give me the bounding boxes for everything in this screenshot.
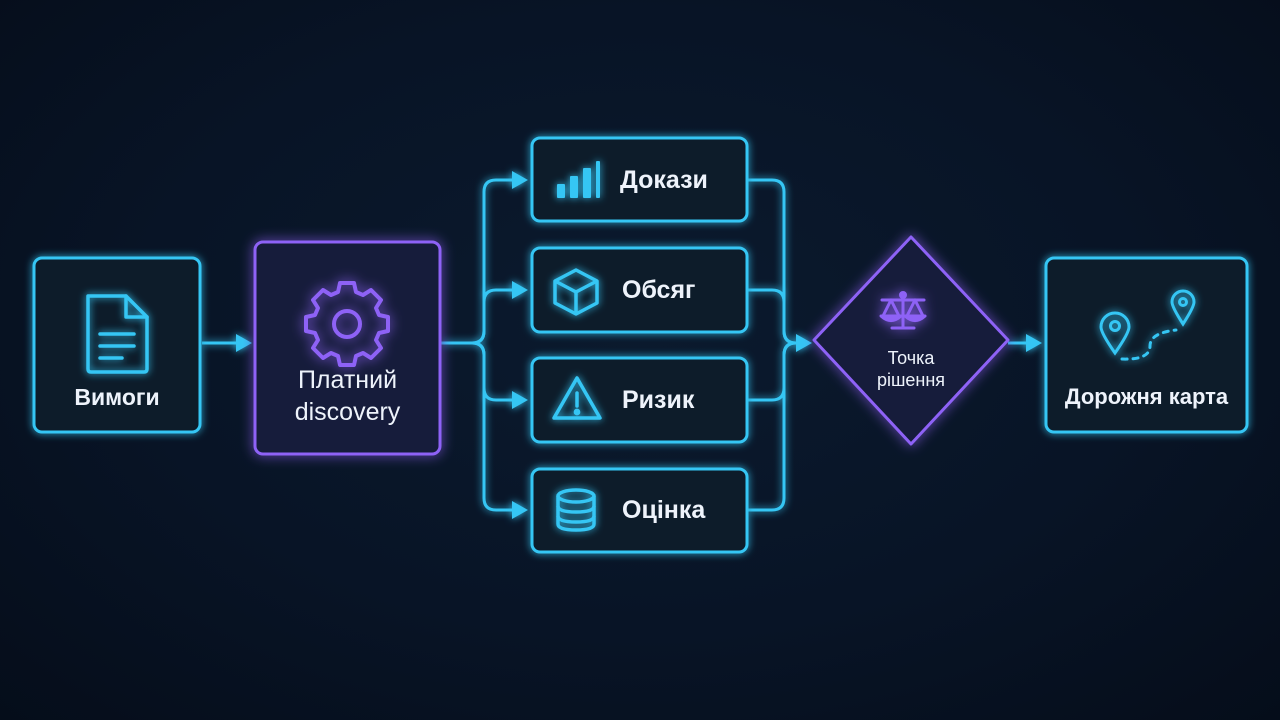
node-scope xyxy=(530,246,749,334)
cube-icon xyxy=(553,268,599,316)
node-estimate-label: Оцінка xyxy=(622,496,706,524)
arrowhead-icon xyxy=(512,171,528,189)
database-icon xyxy=(556,488,596,532)
arrowhead-icon xyxy=(512,281,528,299)
node-evidence-label: Докази xyxy=(620,166,708,194)
connector-to-scope xyxy=(471,288,516,345)
node-risk-label: Ризик xyxy=(622,386,695,414)
arrowhead-icon xyxy=(236,334,252,352)
node-decision xyxy=(812,235,1010,446)
node-requirements-label: Вимоги xyxy=(74,384,160,410)
document-icon xyxy=(86,294,149,374)
arrowhead-icon xyxy=(796,334,812,352)
connectors xyxy=(202,178,1030,512)
route-pins-icon xyxy=(1099,289,1196,361)
gear-icon xyxy=(304,281,390,367)
node-decision-label-line2: рішення xyxy=(876,370,946,390)
connector-from-evidence xyxy=(748,178,797,345)
arrowhead-icon xyxy=(512,391,528,409)
node-roadmap-label: Дорожня карта xyxy=(1064,384,1229,409)
node-decision-label: Точка рішення xyxy=(841,347,981,391)
arrowhead-icon xyxy=(512,501,528,519)
node-discovery-label-line1: Платний xyxy=(297,366,398,394)
connector-to-risk xyxy=(471,341,516,402)
arrowheads xyxy=(236,171,1042,519)
arrowhead-icon xyxy=(1026,334,1042,352)
connector-from-estimate xyxy=(748,341,797,512)
node-roadmap xyxy=(1044,256,1249,434)
bar-chart-icon xyxy=(557,161,600,198)
node-discovery-label-line2: discovery xyxy=(294,398,401,426)
scales-icon xyxy=(879,291,927,330)
connector-from-risk xyxy=(748,341,797,402)
node-evidence xyxy=(530,136,749,223)
warning-icon xyxy=(552,376,602,420)
node-scope-label: Обсяг xyxy=(622,276,696,304)
connector-to-estimate xyxy=(471,341,516,512)
connector-from-scope xyxy=(748,288,797,345)
node-decision-label-line1: Точка xyxy=(887,348,935,368)
node-risk xyxy=(530,356,749,444)
connector-to-evidence xyxy=(471,178,516,345)
node-discovery xyxy=(253,240,442,456)
node-discovery-label: Платний discovery xyxy=(255,364,440,428)
